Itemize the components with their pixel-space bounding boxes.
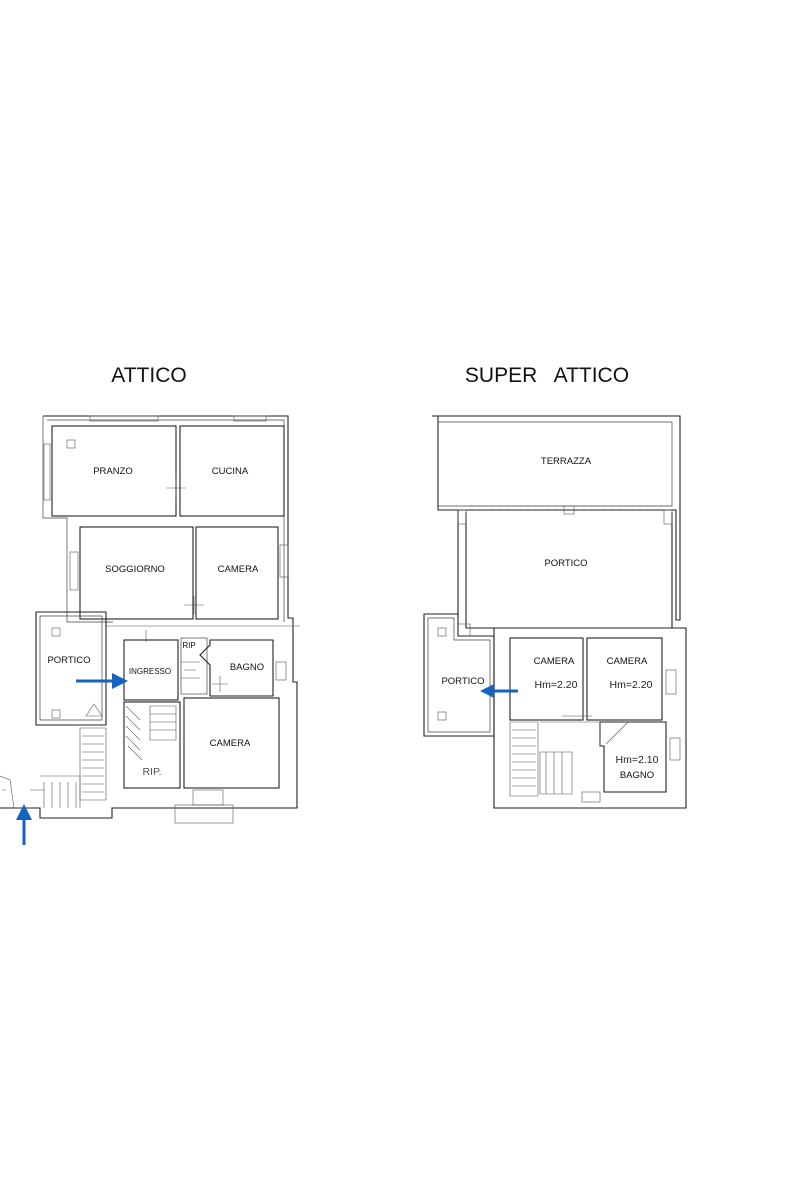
label-portico: PORTICO	[47, 655, 90, 666]
room-camera-2	[183, 697, 280, 789]
super-attico-plan: TERRAZZA PORTICO PORTICO CAMERA Hm=2.20 …	[423, 415, 687, 809]
room-cucina	[179, 425, 285, 517]
label-pranzo: PRANZO	[93, 466, 133, 477]
label-ingresso: INGRESSO	[129, 667, 171, 676]
label-soggiorno: SOGGIORNO	[105, 564, 165, 575]
label-bagno-sa-height: Hm=2.10	[616, 754, 659, 766]
room-rip-small	[180, 637, 208, 695]
attico-plan: PRANZO CUCINA SOGGIORNO CAMERA PORTICO I…	[0, 415, 300, 845]
room-pranzo	[51, 425, 177, 517]
label-bagno-sa: BAGNO	[620, 770, 654, 781]
arrow-head-up-icon	[16, 804, 32, 820]
room-bagno	[199, 639, 274, 697]
room-portico-side	[423, 613, 495, 737]
label-camera-sa-2: CAMERA	[607, 656, 648, 667]
attico-title: ATTICO	[111, 364, 186, 387]
label-rip: RIP.	[142, 766, 161, 778]
label-camera-sa-2-height: Hm=2.20	[610, 679, 653, 691]
arrow-head-left-icon	[480, 684, 494, 698]
label-rip-small: RIP	[182, 641, 195, 650]
label-portico-side: PORTICO	[441, 676, 484, 687]
room-camera-1	[195, 526, 279, 620]
label-bagno: BAGNO	[230, 662, 264, 673]
super-attico-title: SUPER ATTICO	[465, 364, 629, 387]
room-terrazza	[432, 415, 681, 621]
room-camera-sa-1	[509, 637, 584, 721]
label-camera-1: CAMERA	[218, 564, 259, 575]
label-camera-2: CAMERA	[210, 738, 251, 749]
room-ingresso	[123, 639, 179, 701]
label-camera-sa-1: CAMERA	[534, 656, 575, 667]
room-rip	[123, 701, 181, 789]
room-portico	[35, 611, 107, 726]
label-cucina: CUCINA	[212, 466, 249, 477]
room-portico	[457, 510, 673, 629]
label-portico-sa: PORTICO	[544, 558, 587, 569]
arrow-head-right-icon	[112, 673, 128, 689]
label-camera-sa-1-height: Hm=2.20	[535, 679, 578, 691]
room-soggiorno	[79, 526, 194, 620]
label-terrazza: TERRAZZA	[541, 456, 592, 467]
room-camera-sa-2	[586, 637, 663, 721]
